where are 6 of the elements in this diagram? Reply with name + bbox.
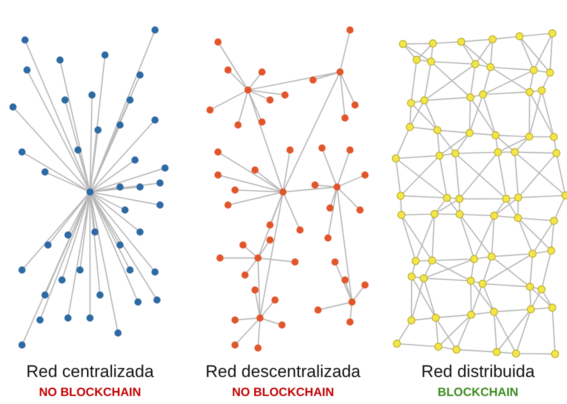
network-subtitle: BLOCKCHAIN bbox=[438, 385, 518, 399]
network-title: Red centralizada bbox=[26, 362, 154, 382]
network-title: Red distribuida bbox=[421, 362, 535, 382]
network-title: Red descentralizada bbox=[206, 362, 360, 382]
network-subtitle: NO BLOCKCHAIN bbox=[232, 385, 334, 399]
network-subtitle: NO BLOCKCHAIN bbox=[39, 385, 141, 399]
